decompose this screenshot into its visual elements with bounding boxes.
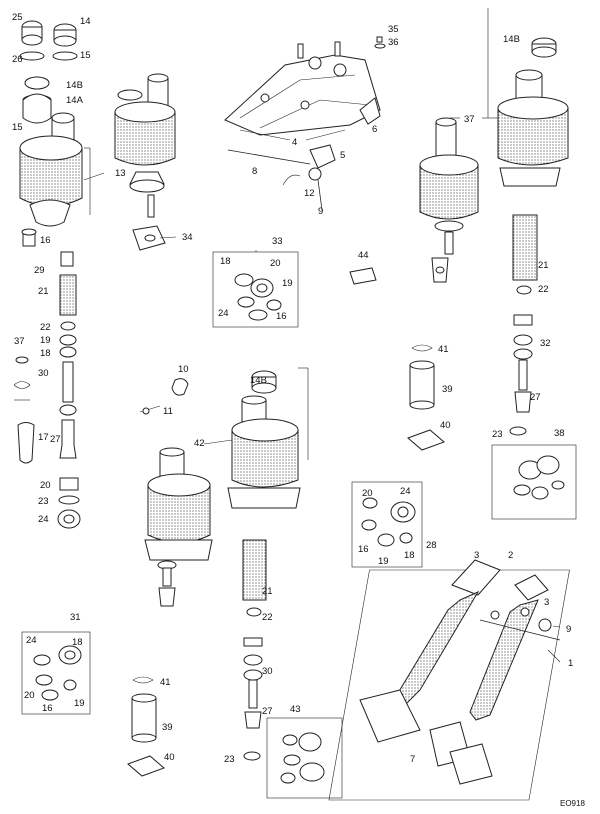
callout-18: 18	[72, 637, 83, 648]
callout-14b: 14B	[66, 80, 83, 91]
callout-31: 31	[70, 612, 81, 623]
leader-lines	[83, 8, 561, 663]
middle-spring-column	[242, 539, 267, 761]
callout-37: 37	[464, 114, 475, 125]
callout-3: 3	[544, 597, 549, 608]
callout-20: 20	[270, 258, 281, 269]
callout-21: 21	[538, 260, 549, 271]
callout-22: 22	[262, 612, 273, 623]
callout-39: 39	[442, 384, 453, 395]
callout-20: 20	[40, 480, 51, 491]
callout-14: 14	[80, 16, 91, 27]
callout-41: 41	[438, 344, 449, 355]
callout-19: 19	[74, 698, 85, 709]
bottom-left-parts	[127, 676, 165, 777]
callout-23: 23	[38, 496, 49, 507]
callout-21: 21	[262, 586, 273, 597]
callout-11: 11	[163, 406, 173, 417]
right-upper-cylinders	[419, 37, 569, 283]
callout-6: 6	[372, 124, 377, 135]
callout-42: 42	[194, 438, 205, 449]
callout-19: 19	[282, 278, 293, 289]
callout-2: 2	[508, 550, 513, 561]
callout-16: 16	[358, 544, 369, 555]
callout-40: 40	[440, 420, 451, 431]
middle-cylinders	[139, 370, 301, 607]
callout-19: 19	[378, 556, 389, 567]
pedal-bracket	[224, 36, 386, 211]
callout-1: 1	[568, 658, 573, 669]
callout-18: 18	[404, 550, 415, 561]
seal-kit-43	[266, 717, 343, 799]
callout-17: 17	[38, 432, 49, 443]
callout-25: 25	[12, 12, 23, 23]
callout-9: 9	[318, 206, 323, 217]
callout-27: 27	[262, 706, 273, 717]
callout-38: 38	[554, 428, 565, 439]
callout-18: 18	[40, 348, 51, 359]
drawing-reference: EO918	[560, 799, 585, 808]
upper-middle-cylinder	[114, 73, 176, 251]
callout-35: 35	[388, 24, 399, 35]
callout-30: 30	[262, 666, 273, 677]
callout-44: 44	[358, 250, 369, 261]
callout-36: 36	[388, 37, 399, 48]
callout-14b: 14B	[503, 34, 520, 45]
callout-37: 37	[14, 336, 25, 347]
callout-22: 22	[538, 284, 549, 295]
callout-20: 20	[24, 690, 35, 701]
callout-16: 16	[42, 703, 53, 714]
callout-43: 43	[290, 704, 301, 715]
callout-19: 19	[40, 335, 51, 346]
callout-27: 27	[50, 434, 61, 445]
callout-13: 13	[115, 168, 126, 179]
seal-kit-31	[21, 631, 91, 715]
seal-kit-28	[351, 481, 423, 568]
callout-24: 24	[38, 514, 49, 525]
right-middle-parts	[407, 344, 445, 451]
callout-34: 34	[182, 232, 193, 243]
callout-24: 24	[400, 486, 411, 497]
callout-14a: 14A	[66, 95, 84, 106]
callout-9: 9	[566, 624, 571, 635]
left-cylinder-assembly	[13, 20, 83, 529]
callout-3: 3	[474, 550, 479, 561]
callout-15: 15	[80, 50, 91, 61]
callout-29: 29	[34, 265, 45, 276]
callout-23: 23	[224, 754, 235, 765]
callout-23: 23	[492, 429, 503, 440]
callout-8: 8	[252, 166, 257, 177]
callout-32: 32	[540, 338, 551, 349]
callout-16: 16	[276, 311, 287, 322]
callout-18: 18	[220, 256, 231, 267]
callout-21: 21	[38, 286, 49, 297]
callout-24: 24	[26, 635, 37, 646]
callout-5: 5	[340, 150, 345, 161]
callout-24: 24	[218, 308, 229, 319]
callout-4: 4	[292, 137, 297, 148]
right-spring-column	[509, 214, 538, 436]
callout-39: 39	[162, 722, 173, 733]
callout-33: 33	[272, 236, 283, 247]
callout-14b: 14B	[250, 375, 267, 386]
callout-26: 26	[12, 54, 23, 65]
callout-28: 28	[426, 540, 437, 551]
callout-7: 7	[410, 754, 415, 765]
callout-22: 22	[40, 322, 51, 333]
callout-labels: 1 2 3 3 4 5 6 7 8 9 9 10 11 12 13 14 14A…	[12, 12, 585, 808]
seal-kit-33	[212, 251, 299, 328]
callout-10: 10	[178, 364, 189, 375]
callout-15: 15	[12, 122, 23, 133]
seal-kit-38	[491, 444, 577, 520]
callout-27: 27	[530, 392, 541, 403]
callout-40: 40	[164, 752, 175, 763]
callout-16: 16	[40, 235, 51, 246]
callout-30: 30	[38, 368, 49, 379]
callout-41: 41	[160, 677, 171, 688]
pedal-assembly	[328, 559, 570, 801]
callout-20: 20	[362, 488, 373, 499]
part-44	[349, 267, 377, 285]
callout-12: 12	[304, 188, 315, 199]
